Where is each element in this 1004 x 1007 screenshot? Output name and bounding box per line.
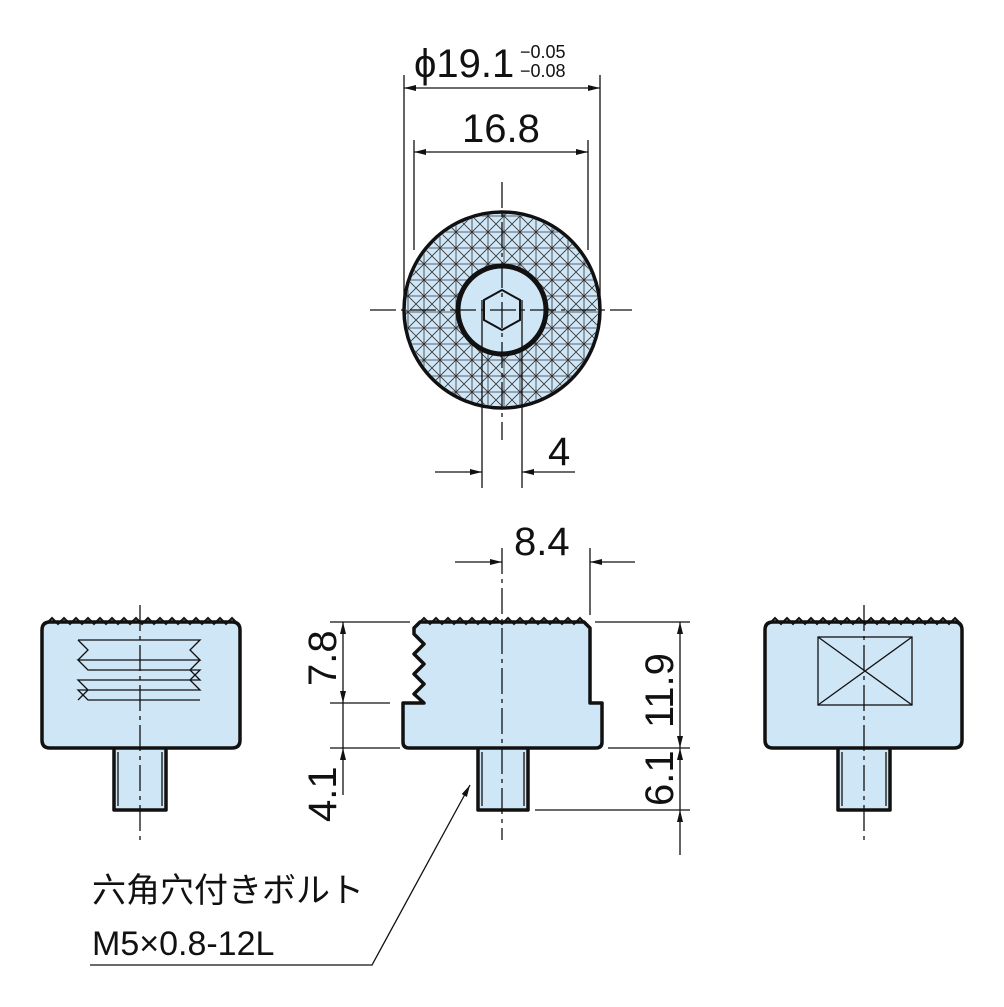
left-side-view bbox=[40, 605, 242, 840]
offset-label: 8.4 bbox=[514, 520, 570, 564]
flange-height-label: 4.1 bbox=[301, 766, 345, 822]
upper-height-label: 7.8 bbox=[301, 630, 345, 686]
tolerance-lower: −0.08 bbox=[520, 61, 566, 81]
front-section-view: 8.4 7.8 4.1 11.9 6.1 六角穴付きボルト M5×0.8-12L bbox=[90, 520, 690, 966]
hex-size-label: 4 bbox=[548, 430, 570, 474]
right-side-view bbox=[763, 605, 964, 840]
outer-diameter-label: ϕ19.1 bbox=[414, 42, 514, 86]
body-height-label: 11.9 bbox=[638, 653, 682, 728]
top-view: ϕ19.1 −0.05 −0.08 16.8 4 bbox=[370, 42, 632, 488]
flat-face-symbol bbox=[817, 636, 913, 706]
knurl-width-label: 16.8 bbox=[462, 107, 540, 151]
pin-length-label: 6.1 bbox=[638, 750, 682, 806]
bolt-callout-name: 六角穴付きボルト bbox=[92, 872, 364, 910]
bolt-callout-spec: M5×0.8-12L bbox=[92, 925, 274, 963]
tolerance-upper: −0.05 bbox=[520, 42, 566, 62]
